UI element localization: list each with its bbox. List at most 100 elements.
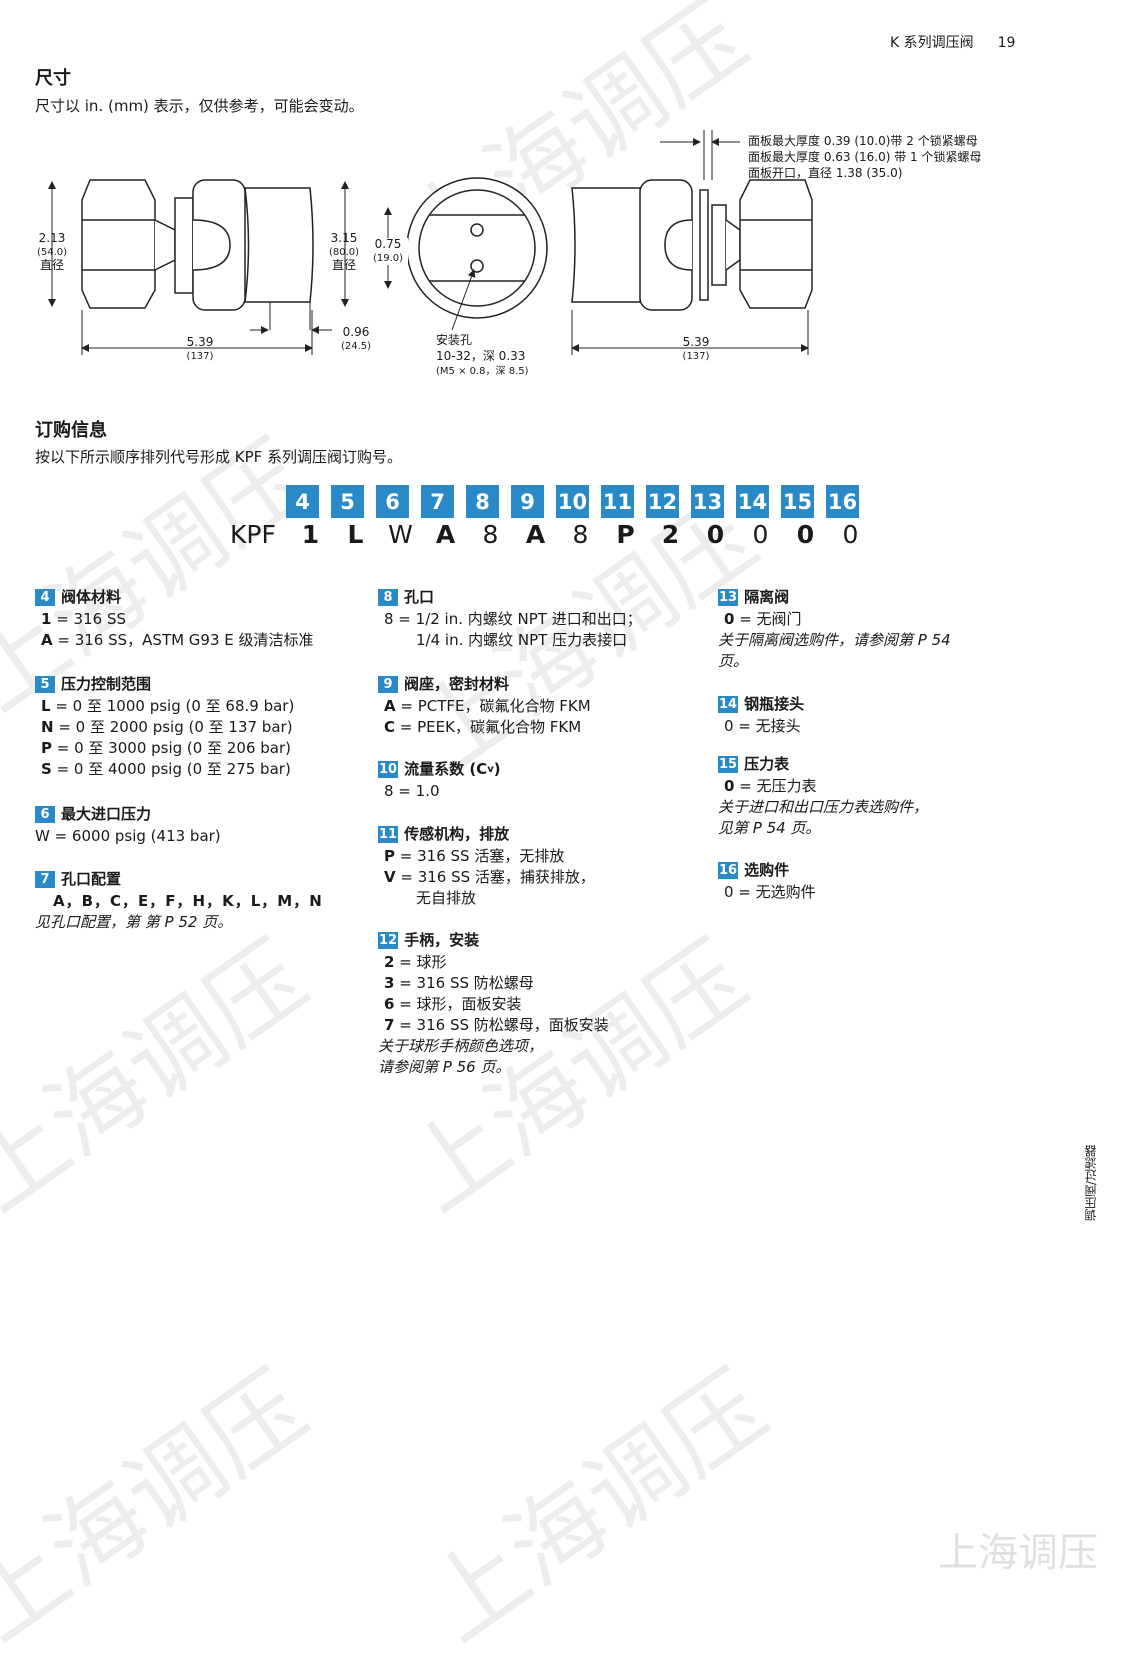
option-code: 0 bbox=[724, 777, 735, 795]
option-desc: = 无阀门 bbox=[734, 610, 802, 628]
dim-label-offset: 0.96 (24.5) bbox=[336, 326, 376, 353]
option-code: N bbox=[41, 718, 54, 736]
position-badge: 12 bbox=[646, 485, 679, 518]
dim-label-bonnet-diameter: 3.15 (80.0) 直径 bbox=[322, 232, 366, 272]
code-char: A bbox=[435, 520, 456, 549]
option-desc: = 316 SS，ASTM G93 E 级清洁标准 bbox=[52, 631, 314, 649]
section-number: 12 bbox=[378, 932, 399, 949]
panel-note: 面板最大厚度 0.39 (10.0)带 2 个锁紧螺母 bbox=[748, 134, 978, 148]
option-desc: = 0 至 2000 psig (0 至 137 bar) bbox=[53, 718, 293, 736]
code-char: 1 bbox=[301, 520, 320, 549]
option-code: V bbox=[384, 868, 396, 886]
section-title: 钢瓶接头 bbox=[744, 695, 805, 713]
option-code: A bbox=[41, 631, 53, 649]
section-note: 关于球形手柄颜色选项， bbox=[378, 1037, 544, 1055]
position-badge: 15 bbox=[781, 485, 814, 518]
section-title: 隔离阀 bbox=[744, 588, 790, 606]
section-note: 关于进口和出口压力表选购件， bbox=[718, 798, 929, 816]
dim-value: 5.39 bbox=[682, 335, 710, 349]
option-code: P bbox=[41, 739, 52, 757]
watermark-corner: 上海调压 bbox=[938, 1530, 1098, 1576]
option-desc: = 0 至 3000 psig (0 至 206 bar) bbox=[52, 739, 291, 757]
option-desc: = PCTFE，碳氟化合物 FKM bbox=[395, 697, 591, 715]
option-desc: = 316 SS bbox=[51, 610, 126, 628]
option-code: C bbox=[384, 718, 396, 736]
section-number: 8 bbox=[378, 589, 398, 606]
option-desc: = 316 SS 活塞，无排放 bbox=[395, 847, 565, 865]
code-char: L bbox=[347, 520, 364, 549]
position-number-row: 4 5 6 7 8 9 10 11 12 13 14 15 16 bbox=[286, 485, 871, 518]
dim-label-body-diameter: 2.13 (54.0) 直径 bbox=[30, 232, 74, 272]
watermark: 上海调压 bbox=[0, 1350, 327, 1663]
position-badge: 13 bbox=[691, 485, 724, 518]
dim-metric: (80.0) bbox=[328, 247, 360, 258]
section-number: 6 bbox=[35, 806, 55, 823]
section-number: 15 bbox=[718, 756, 739, 773]
section-number: 5 bbox=[35, 676, 55, 693]
dim-label-length-panel: 5.39 (137) bbox=[676, 336, 716, 363]
mounting-hole-metric: (M5 × 0.8，深 8.5) bbox=[436, 366, 529, 377]
code-char: 0 bbox=[796, 520, 815, 549]
section-title: 流量系数 (C bbox=[404, 760, 488, 778]
dim-metric: (137) bbox=[186, 351, 214, 362]
code-char: 2 bbox=[661, 520, 680, 549]
ordering-title: 订购信息 bbox=[35, 420, 107, 441]
option-desc: 8 = 1/2 in. 内螺纹 NPT 进口和出口； bbox=[384, 610, 642, 628]
position-badge: 11 bbox=[601, 485, 634, 518]
option-desc: 0 = 无接头 bbox=[724, 717, 801, 735]
section-title: 压力表 bbox=[744, 755, 790, 773]
section-number: 7 bbox=[35, 871, 55, 888]
section-title: 选购件 bbox=[744, 861, 790, 879]
section-title: 孔口配置 bbox=[61, 870, 122, 888]
section-note: 请参阅第 P 56 页。 bbox=[378, 1058, 511, 1076]
mounting-hole-note: 安装孔 10-32，深 0.33 (M5 × 0.8，深 8.5) bbox=[436, 332, 529, 380]
watermark: 上海调压 bbox=[407, 1350, 787, 1663]
dim-value: 0.96 bbox=[342, 325, 370, 339]
option-desc: = 316 SS 防松螺母 bbox=[394, 974, 534, 992]
section-number: 13 bbox=[718, 589, 739, 606]
option-code: S bbox=[41, 760, 52, 778]
panel-note: 面板开口，直径 1.38 (35.0) bbox=[748, 166, 903, 180]
dim-metric: (19.0) bbox=[372, 253, 404, 264]
position-badge: 14 bbox=[736, 485, 769, 518]
code-char: W bbox=[388, 520, 413, 549]
header-title: K 系列调压阀 bbox=[890, 35, 974, 51]
section-number: 4 bbox=[35, 589, 55, 606]
position-badge: 9 bbox=[511, 485, 544, 518]
section-note: 页。 bbox=[718, 652, 749, 670]
code-char: A bbox=[525, 520, 546, 549]
port-options: A，B，C，E，F，H，K，L，M，N bbox=[53, 892, 323, 910]
option-desc: = PEEK，碳氟化合物 FKM bbox=[395, 718, 582, 736]
dimensions-subtitle: 尺寸以 in. (mm) 表示，仅供参考，可能会变动。 bbox=[35, 97, 364, 115]
code-char: 0 bbox=[706, 520, 725, 549]
panel-notes: 面板最大厚度 0.39 (10.0)带 2 个锁紧螺母 面板最大厚度 0.63 … bbox=[748, 133, 982, 181]
section-title: 阀体材料 bbox=[61, 588, 122, 606]
section-note: 关于隔离阀选购件，请参阅第 P 54 bbox=[718, 631, 951, 649]
dim-value: 0.75 bbox=[374, 237, 402, 251]
dim-value: 2.13 bbox=[38, 231, 66, 245]
code-char: P bbox=[616, 520, 635, 549]
option-desc: = 球形 bbox=[394, 953, 447, 971]
dim-metric: (24.5) bbox=[340, 341, 372, 352]
option-code: 6 bbox=[384, 995, 395, 1013]
dim-metric: (54.0) bbox=[36, 247, 68, 258]
section-number: 11 bbox=[378, 826, 399, 843]
mounting-hole-size: 10-32，深 0.33 bbox=[436, 349, 526, 363]
panel-note: 面板最大厚度 0.63 (16.0) 带 1 个锁紧螺母 bbox=[748, 150, 982, 164]
section-number: 16 bbox=[718, 862, 739, 879]
section-note: 见第 P 54 页。 bbox=[718, 819, 821, 837]
section-number: 10 bbox=[378, 761, 399, 778]
section-number: 9 bbox=[378, 676, 398, 693]
ordering-subtitle: 按以下所示顺序排列代号形成 KPF 系列调压阀订购号。 bbox=[35, 448, 403, 466]
section-title-sub: v bbox=[487, 764, 494, 775]
dim-note: 直径 bbox=[39, 258, 64, 272]
section-title: 最大进口压力 bbox=[61, 805, 152, 823]
option-desc: 0 = 无选购件 bbox=[724, 883, 816, 901]
option-desc: = 球形，面板安装 bbox=[394, 995, 522, 1013]
